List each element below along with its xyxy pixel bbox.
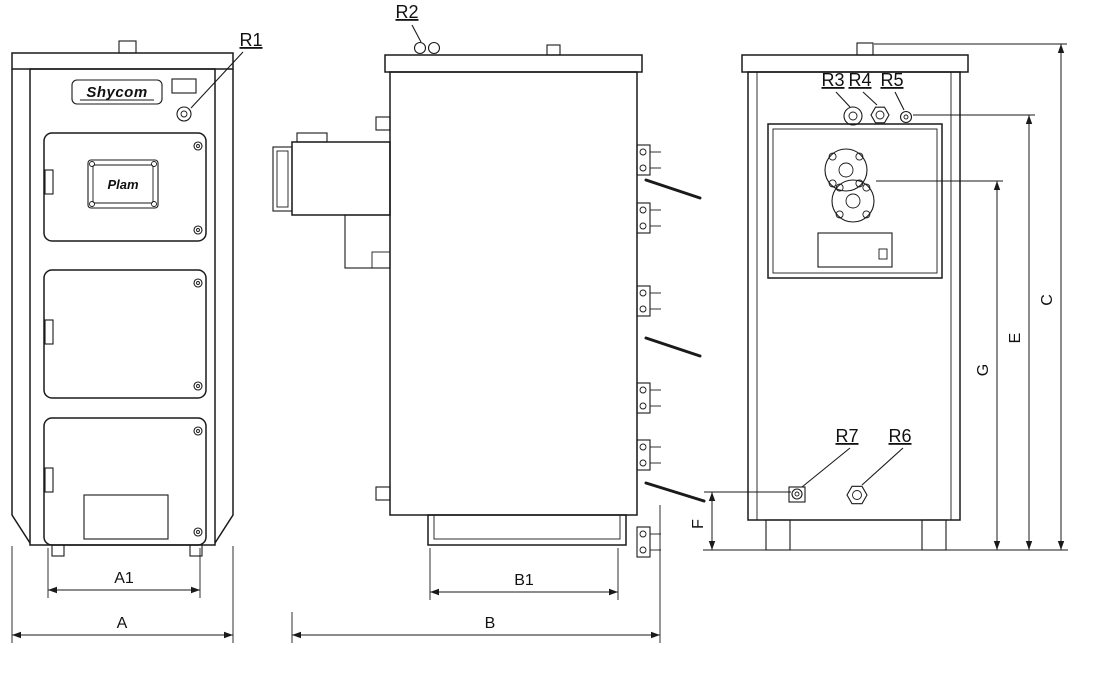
- base-plinth-inner: [433, 514, 621, 540]
- door-handles: [644, 178, 706, 503]
- dim-c-label: C: [1039, 294, 1056, 306]
- rear-view: F G E C: [690, 42, 1068, 551]
- dim-e: E: [913, 114, 1035, 550]
- rear-panel-box-tag: [878, 248, 888, 260]
- callout-labels: R1 R2 R3 R4 R5 R7 R6: [190, 2, 912, 488]
- dim-b1: B1: [429, 548, 619, 600]
- callout-r6-leader: [861, 447, 904, 486]
- r6-fitting: [846, 485, 868, 505]
- callout-r2-leader: [411, 24, 422, 43]
- door-plate-text: Plam: [107, 177, 139, 192]
- r4-fitting: [870, 106, 890, 124]
- rear-lower-port: [831, 179, 875, 223]
- callout-r4-leader: [862, 91, 878, 106]
- upper-door-hinges: [193, 141, 203, 235]
- callout-r6-label: R6: [888, 426, 911, 446]
- flue-support: [344, 214, 391, 269]
- side-lower-tab: [375, 486, 391, 501]
- lower-door-latch: [44, 467, 54, 493]
- callout-r5-leader: [894, 91, 905, 111]
- r1-fitting: [176, 106, 192, 122]
- flue-outlet: [272, 132, 391, 269]
- r2-fittings: [413, 41, 441, 55]
- rear-body: [747, 71, 961, 521]
- dim-b1-label: B1: [514, 572, 534, 589]
- side-top-stub: [546, 44, 561, 56]
- side-top-plate: [384, 54, 643, 73]
- dim-a-label: A: [117, 615, 128, 632]
- dim-g: G: [876, 180, 1003, 550]
- middle-door-hinges: [193, 278, 203, 391]
- flue-flange-inner: [276, 150, 289, 208]
- front-top-stub: [118, 40, 137, 54]
- rear-left-foot: [765, 519, 791, 551]
- dim-a1-label: A1: [114, 570, 134, 587]
- rear-right-foot: [921, 519, 947, 551]
- front-left-foot: [51, 544, 65, 557]
- lower-door: [43, 417, 207, 546]
- rear-top-stub: [856, 42, 874, 56]
- callout-r7-label: R7: [835, 426, 858, 446]
- rear-upper-port: [824, 148, 868, 192]
- callout-r2-label: R2: [395, 2, 418, 22]
- lower-door-hinges: [193, 426, 203, 537]
- dim-g-label: G: [975, 364, 992, 376]
- callout-r5-label: R5: [880, 70, 903, 90]
- door-plate-outer: [87, 159, 159, 209]
- upper-door: Plam: [43, 132, 207, 242]
- r5-fitting: [899, 110, 913, 124]
- dim-f: F: [690, 491, 791, 550]
- middle-door: [43, 269, 207, 399]
- dim-b: B: [291, 505, 661, 643]
- dim-a: A: [11, 546, 234, 643]
- dim-e-label: E: [1007, 333, 1024, 344]
- dim-c: C: [874, 43, 1067, 550]
- side-view: B1 B: [272, 41, 706, 643]
- door-plate-inner: [92, 164, 154, 204]
- side-body: [389, 71, 638, 516]
- ash-opening: [83, 494, 169, 540]
- front-right-side: [214, 69, 234, 544]
- brand-logo-plate: Shycom: [71, 79, 163, 105]
- front-view: Shycom Plam: [11, 40, 234, 643]
- front-top-plate: [11, 52, 234, 70]
- r3-fitting: [843, 106, 863, 126]
- brand-logo-text: Shycom: [86, 84, 147, 101]
- control-box: [171, 78, 197, 94]
- flue-support-step: [371, 251, 391, 269]
- upper-door-latch: [44, 169, 54, 195]
- side-hinge-clusters: [636, 144, 661, 558]
- brand-logo-border: [71, 79, 163, 105]
- flue-duct: [291, 141, 391, 216]
- flue-top-bracket: [296, 132, 328, 143]
- side-upper-tab: [375, 116, 391, 131]
- front-body: [29, 68, 216, 546]
- dim-f-label: F: [690, 519, 707, 529]
- callout-r3-leader: [835, 91, 851, 108]
- callout-r1-label: R1: [239, 30, 262, 50]
- rear-panel: [767, 123, 943, 279]
- rear-panel-inner: [772, 128, 938, 274]
- rear-panel-box: [817, 232, 893, 268]
- base-plinth: [427, 514, 627, 546]
- flue-flange: [272, 146, 293, 212]
- callout-r3-label: R3: [821, 70, 844, 90]
- dim-b-label: B: [485, 615, 496, 632]
- middle-door-latch: [44, 319, 54, 345]
- door-plate-bolts: [89, 161, 157, 207]
- r7-fitting: [788, 486, 806, 503]
- dim-a1: A1: [47, 548, 201, 598]
- front-left-side: [11, 69, 31, 544]
- callout-r4-label: R4: [848, 70, 871, 90]
- callout-r7-leader: [801, 447, 851, 488]
- callout-r1-leader: [190, 51, 244, 109]
